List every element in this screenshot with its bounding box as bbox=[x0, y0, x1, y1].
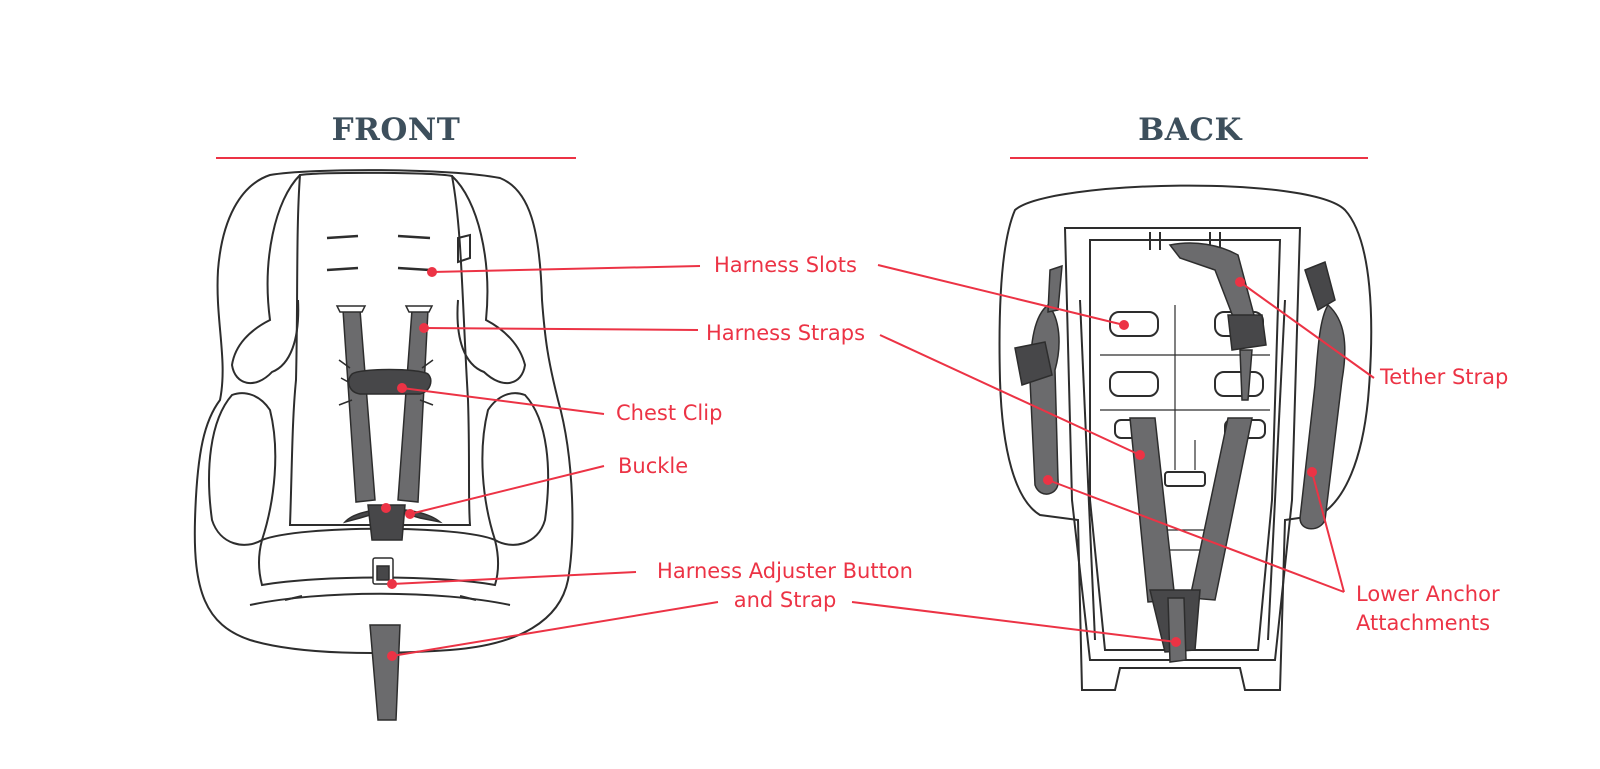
back-heading-rule bbox=[1010, 157, 1368, 159]
front-adjuster-strap bbox=[370, 625, 400, 720]
back-heading: BACK bbox=[1010, 112, 1370, 148]
label-lower-anchor-line1: Lower Anchor bbox=[1356, 580, 1500, 608]
label-harness-straps: Harness Straps bbox=[706, 319, 865, 347]
label-harness-slots: Harness Slots bbox=[714, 251, 857, 279]
front-heading-rule bbox=[216, 157, 576, 159]
label-adjuster-line1: Harness Adjuster Button bbox=[640, 557, 930, 585]
label-chest-clip: Chest Clip bbox=[616, 399, 722, 427]
label-adjuster-line2: and Strap bbox=[640, 586, 930, 614]
label-lower-anchor-line2: Attachments bbox=[1356, 609, 1490, 637]
front-heading: FRONT bbox=[216, 112, 576, 148]
label-buckle: Buckle bbox=[618, 452, 688, 480]
label-tether-strap: Tether Strap bbox=[1380, 363, 1508, 391]
